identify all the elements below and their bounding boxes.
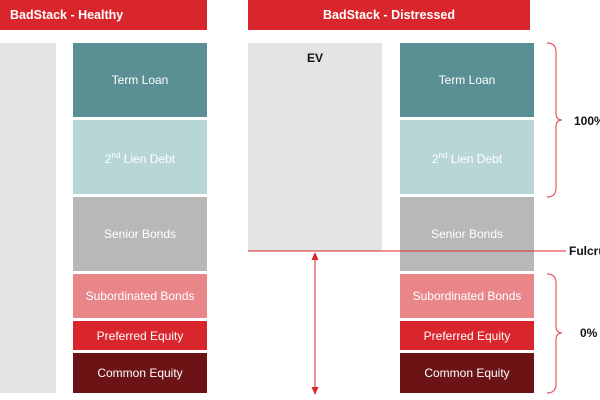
- arrow-head-down: [311, 387, 319, 395]
- healthy-senior-bonds-label: Senior Bonds: [103, 227, 177, 241]
- arrow-head-up: [311, 252, 319, 260]
- distressed-senior-bonds-label: Senior Bonds: [430, 227, 504, 241]
- distressed-common-equity-label: Common Equity: [424, 366, 510, 380]
- ev-label: EV: [307, 51, 324, 65]
- healthy-header: BadStack - Healthy: [0, 0, 207, 30]
- healthy-ev-bar: [0, 43, 56, 393]
- distressed-senior-bonds-block: Senior Bonds: [400, 197, 534, 271]
- healthy-term-loan-block: Term Loan: [73, 43, 207, 117]
- recovery-0-label: 0%: [580, 326, 598, 340]
- distressed-preferred-equity-block: Preferred Equity: [400, 321, 534, 350]
- healthy-subordinated-bonds-label: Subordinated Bonds: [85, 289, 195, 303]
- distressed-subordinated-bonds-block: Subordinated Bonds: [400, 274, 534, 318]
- fulcrum-label: Fulcru: [569, 244, 600, 258]
- healthy-senior-bonds-block: Senior Bonds: [73, 197, 207, 271]
- healthy-common-equity-block: Common Equity: [73, 353, 207, 393]
- distressed-subordinated-bonds-label: Subordinated Bonds: [412, 289, 522, 303]
- healthy-common-equity-label: Common Equity: [97, 366, 183, 380]
- distressed-term-loan-label: Term Loan: [438, 73, 496, 87]
- healthy-subordinated-bonds-block: Subordinated Bonds: [73, 274, 207, 318]
- healthy-second-lien-block: 2nd Lien Debt: [73, 120, 207, 194]
- healthy-second-lien-label: 2nd Lien Debt: [104, 150, 176, 166]
- healthy-term-loan-label: Term Loan: [111, 73, 169, 87]
- healthy-header-title: BadStack - Healthy: [10, 8, 124, 22]
- recovery-100-label: 100%: [574, 114, 600, 128]
- distressed-preferred-equity-label: Preferred Equity: [423, 328, 511, 343]
- distressed-header: BadStack - Distressed: [248, 0, 530, 30]
- distressed-second-lien-label: 2nd Lien Debt: [431, 150, 503, 166]
- healthy-preferred-equity-label: Preferred Equity: [96, 328, 184, 343]
- bottom-bracket: [546, 273, 563, 394]
- healthy-preferred-equity-block: Preferred Equity: [73, 321, 207, 350]
- top-bracket: [546, 42, 563, 198]
- distressed-term-loan-block: Term Loan: [400, 43, 534, 117]
- distressed-common-equity-block: Common Equity: [400, 353, 534, 393]
- distressed-second-lien-block: 2nd Lien Debt: [400, 120, 534, 194]
- distressed-ev-bar: [248, 43, 382, 251]
- distressed-header-title: BadStack - Distressed: [322, 8, 455, 22]
